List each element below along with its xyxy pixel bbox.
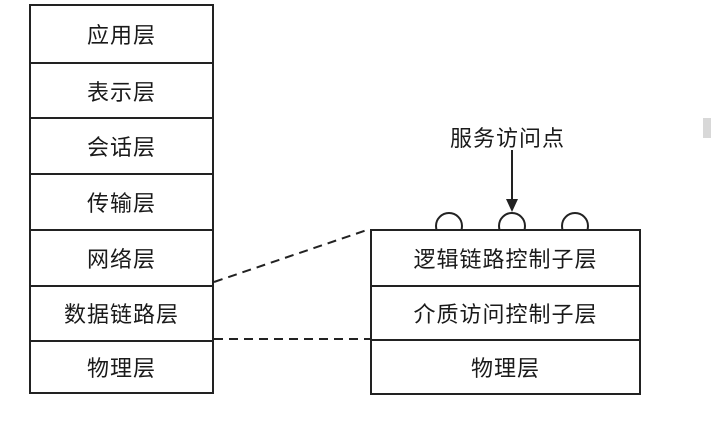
lan-layer-physical: 物理层 [372, 339, 639, 393]
osi-layer-session: 会话层 [31, 117, 212, 173]
osi-layer-datalink: 数据链路层 [31, 284, 212, 341]
osi-layer-physical: 物理层 [31, 340, 212, 392]
osi-layer-network: 网络层 [31, 228, 212, 285]
lan-sublayer-stack: 逻辑链路控制子层 介质访问控制子层 物理层 [370, 229, 641, 395]
lan-layer-llc: 逻辑链路控制子层 [413, 248, 598, 273]
lan-layer-mac: 介质访问控制子层 [372, 285, 639, 339]
osi-layer-transport: 传输层 [31, 173, 212, 229]
osi-layer-presentation: 表示层 [31, 61, 212, 118]
service-access-point-label: 服务访问点 [450, 127, 566, 152]
osi-layer-stack: 应用层 表示层 会话层 传输层 网络层 数据链路层 物理层 [29, 4, 214, 394]
sap-arrow-head [506, 199, 518, 212]
osi-layer-application: 应用层 [86, 23, 156, 49]
dashed-connector-datalink [213, 228, 371, 283]
edge-scroll-mark [703, 118, 711, 138]
